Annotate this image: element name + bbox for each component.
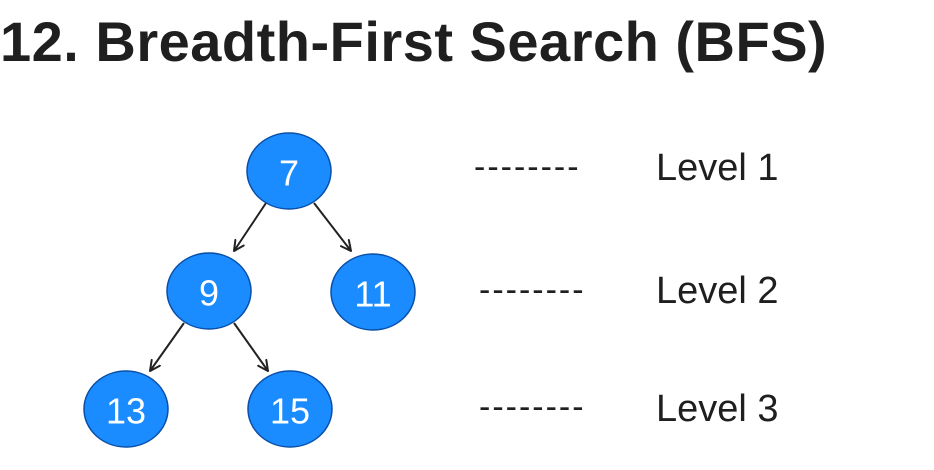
tree-node-7: 7 — [246, 132, 332, 210]
level-3-label: Level 3 — [656, 388, 779, 430]
edge-7-to-11 — [313, 202, 351, 251]
node-label-11: 11 — [354, 274, 391, 315]
edge-9-to-15 — [233, 322, 268, 371]
node-label-15: 15 — [270, 391, 310, 432]
tree-node-11: 11 — [330, 253, 416, 331]
node-label-9: 9 — [199, 273, 219, 314]
node-label-7: 7 — [279, 153, 299, 194]
level-2-label: Level 2 — [656, 270, 779, 312]
edge-9-to-13 — [150, 322, 185, 371]
level-3-dashes: -------- — [479, 388, 586, 426]
node-label-13: 13 — [106, 391, 146, 432]
level-2-dashes: -------- — [479, 271, 586, 309]
page-title: 12. Breadth-First Search (BFS) — [0, 10, 828, 73]
edge-7-to-9 — [234, 202, 267, 251]
level-1-dashes: -------- — [474, 148, 581, 186]
tree-node-15: 15 — [247, 370, 333, 448]
tree-node-13: 13 — [83, 370, 169, 448]
tree-node-9: 9 — [166, 252, 252, 330]
level-1-label: Level 1 — [656, 147, 779, 189]
